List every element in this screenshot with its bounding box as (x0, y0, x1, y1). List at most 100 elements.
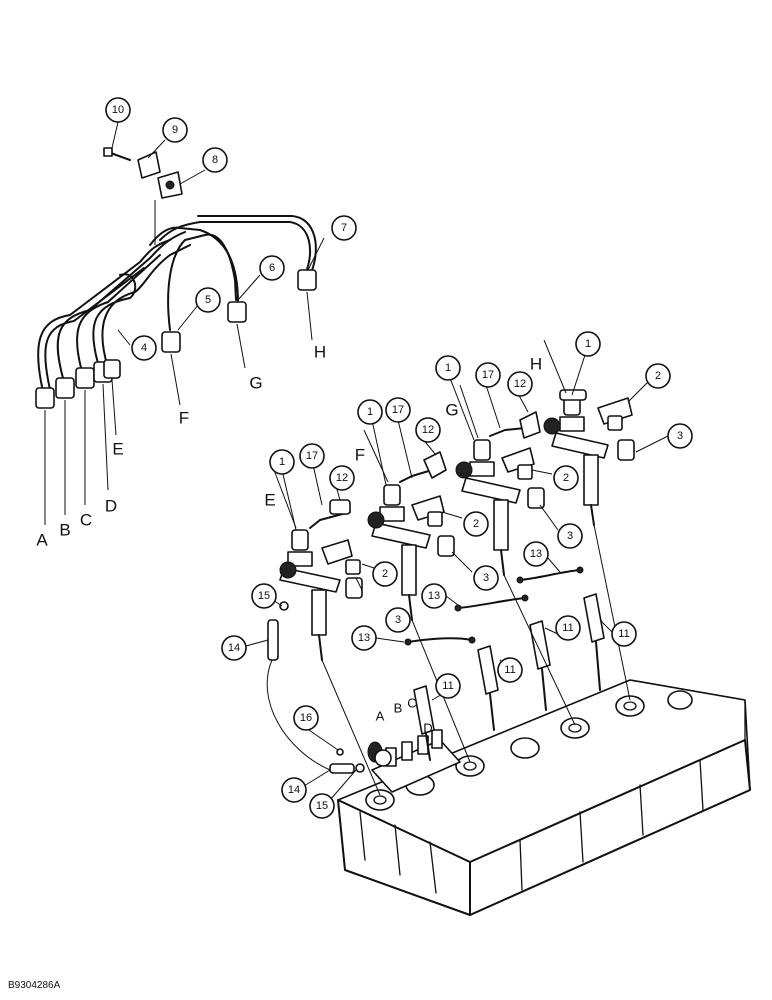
callout-1: 1 (357, 399, 383, 425)
callout-12: 12 (329, 465, 355, 491)
injector-g (455, 411, 541, 576)
letter-e-injector: E (264, 491, 275, 510)
callout-17: 17 (299, 443, 325, 469)
callout-label: 3 (483, 572, 489, 584)
callout-label: 4 (141, 342, 147, 354)
letter-b-pump: B (394, 701, 403, 716)
callout-3: 3 (557, 523, 583, 549)
letter-e-line: E (112, 440, 123, 459)
leak-off-connectors (404, 566, 584, 646)
callout-label: 3 (395, 614, 401, 626)
callout-label: 12 (336, 472, 348, 484)
letter-f-injector: F (355, 446, 365, 465)
callout-14: 14 (281, 777, 307, 803)
callout-17: 17 (385, 397, 411, 423)
callout-label: 12 (422, 424, 434, 436)
callout-label: 11 (504, 664, 515, 676)
callout-13: 13 (351, 625, 377, 651)
fuel-injection-lines (37, 215, 317, 401)
callout-label: 9 (172, 124, 178, 136)
callout-label: 1 (445, 362, 451, 374)
letter-b-line: B (59, 521, 70, 540)
callout-2: 2 (372, 561, 398, 587)
letter-g-injector: G (445, 401, 458, 420)
callout-label: 11 (618, 628, 629, 640)
callout-label: 2 (563, 472, 569, 484)
callout-label: 1 (367, 406, 373, 418)
callout-label: 15 (258, 590, 270, 602)
callout-label: 3 (677, 430, 683, 442)
callout-17: 17 (475, 362, 501, 388)
callout-2: 2 (463, 511, 489, 537)
letter-d-pump: D (423, 721, 432, 736)
callout-label: 1 (279, 456, 285, 468)
callout-label: 17 (306, 450, 318, 462)
callout-11: 11 (435, 673, 461, 699)
injection-pump (367, 729, 461, 793)
callout-label: 1 (585, 338, 591, 350)
line-end-arrows (44, 291, 313, 525)
callout-3: 3 (667, 423, 693, 449)
callout-label: 11 (562, 622, 573, 634)
callout-label: 12 (514, 378, 526, 390)
callout-label: 7 (341, 222, 347, 234)
document-id: B9304286A (8, 980, 61, 991)
callout-14: 14 (221, 635, 247, 661)
callout-label: 10 (112, 104, 124, 116)
callout-5: 5 (195, 287, 221, 313)
letter-h-injector: H (530, 355, 542, 374)
letter-c-line: C (80, 511, 92, 530)
letter-d-line: D (105, 497, 117, 516)
callout-9: 9 (162, 117, 188, 143)
callout-label: 17 (482, 369, 494, 381)
callout-label: 17 (392, 404, 404, 416)
callout-label: 2 (382, 568, 388, 580)
letter-a-line: A (36, 531, 48, 550)
callout-label: 16 (300, 712, 312, 724)
callout-11: 11 (611, 621, 637, 647)
callout-label: 8 (212, 154, 218, 166)
callout-label: 13 (530, 548, 542, 560)
callout-label: 2 (655, 370, 661, 382)
letter-g-line: G (249, 374, 262, 393)
callout-13: 13 (523, 541, 549, 567)
nozzles (413, 593, 605, 761)
callout-label: 13 (358, 632, 370, 644)
injector-e (279, 499, 351, 661)
callout-1: 1 (575, 331, 601, 357)
callout-8: 8 (202, 147, 228, 173)
callout-12: 12 (415, 417, 441, 443)
callout-1: 1 (269, 449, 295, 475)
return-hose (266, 601, 365, 774)
letter-a-pump: A (376, 709, 385, 724)
callout-label: 6 (269, 262, 275, 274)
line-clamp-assembly (103, 147, 183, 245)
letter-h-line: H (314, 343, 326, 362)
callout-2: 2 (645, 363, 671, 389)
callout-16: 16 (293, 705, 319, 731)
callout-4: 4 (131, 335, 157, 361)
callout-2: 2 (553, 465, 579, 491)
callout-6: 6 (259, 255, 285, 281)
callout-7: 7 (331, 215, 357, 241)
callout-label: 15 (316, 800, 328, 812)
callout-11: 11 (497, 657, 523, 683)
callout-12: 12 (507, 371, 533, 397)
callout-3: 3 (385, 607, 411, 633)
letter-f-line: F (179, 409, 189, 428)
callout-label: 2 (473, 518, 479, 530)
callout-label: 13 (428, 590, 440, 602)
line-end-nuts (35, 269, 317, 409)
callout-13: 13 (421, 583, 447, 609)
callout-label: 5 (205, 294, 211, 306)
callout-10: 10 (105, 97, 131, 123)
injector-h (543, 389, 609, 526)
callout-1: 1 (435, 355, 461, 381)
injector-clamps-and-sleeves (321, 397, 635, 599)
callout-label: 14 (288, 784, 300, 796)
letter-c-pump: C (407, 696, 416, 711)
callout-3: 3 (473, 565, 499, 591)
callout-label: 14 (228, 642, 240, 654)
callout-label: 11 (442, 680, 453, 692)
